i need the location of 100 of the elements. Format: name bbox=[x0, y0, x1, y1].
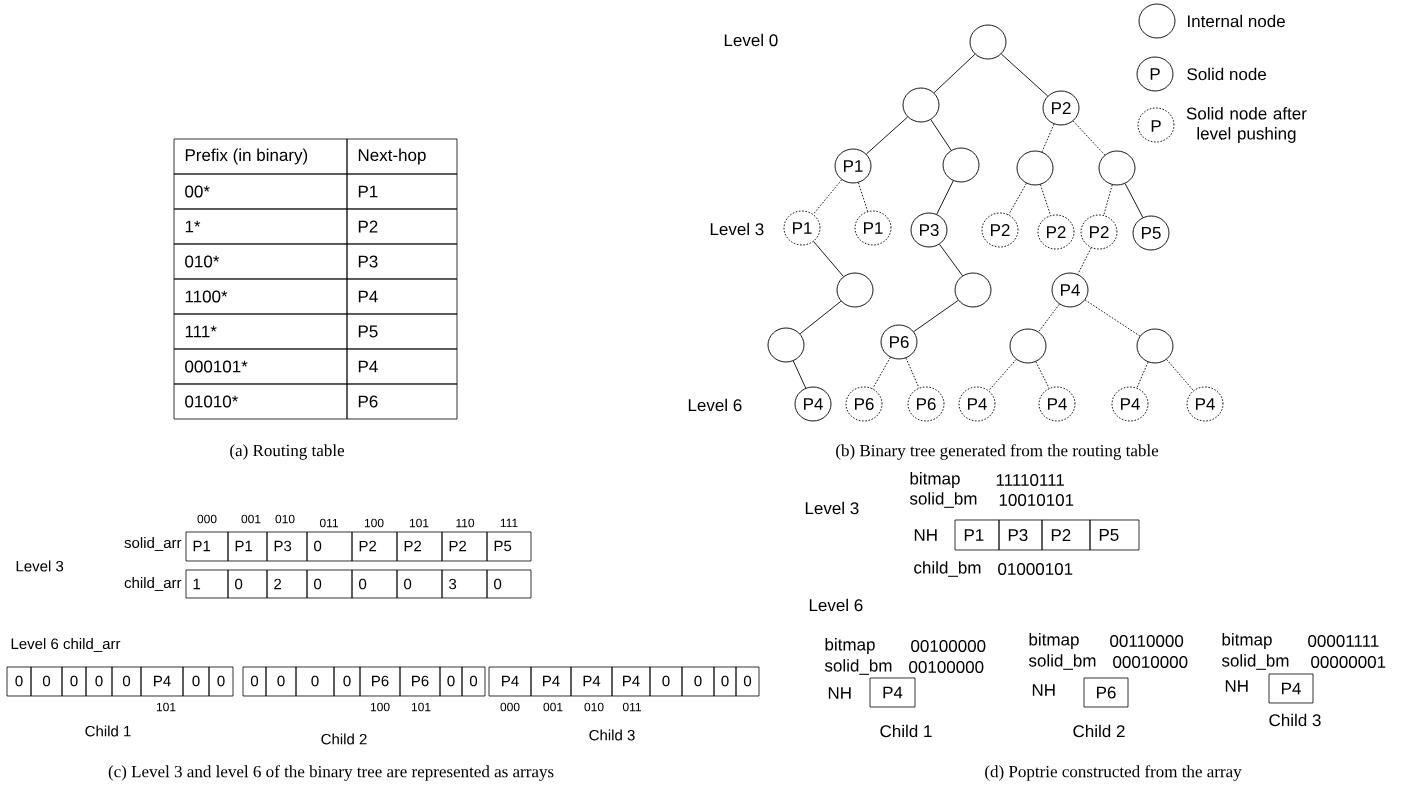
bit-index: 001 bbox=[241, 514, 261, 524]
array-cell: 0 bbox=[461, 666, 486, 697]
solid-node: P1 bbox=[783, 210, 821, 246]
array-cell: P3 bbox=[998, 519, 1043, 551]
solid-node: P6 bbox=[907, 386, 945, 422]
array-cell: 0 bbox=[735, 666, 760, 697]
row-label: Level 6 child_arr bbox=[11, 638, 121, 652]
tree-edge bbox=[1008, 182, 1027, 216]
array-cell: 0 bbox=[713, 666, 737, 697]
field-label: solid_bm bbox=[1028, 654, 1096, 670]
solid-node: P4 bbox=[1186, 386, 1224, 422]
internal-node bbox=[1098, 150, 1136, 186]
array-cell: P1 bbox=[954, 519, 1000, 551]
array-cell: 0 bbox=[61, 666, 87, 697]
tree-edge bbox=[939, 243, 963, 277]
tree-edge bbox=[930, 119, 952, 151]
array-cell: P2 bbox=[351, 531, 398, 562]
table-cell: P5 bbox=[346, 313, 458, 350]
bit-index: 110 bbox=[456, 518, 475, 528]
tree-edge bbox=[812, 179, 843, 215]
array-cell: P6 bbox=[399, 666, 441, 697]
legend-text: Solid node bbox=[1187, 67, 1266, 81]
array-cell: 0 bbox=[111, 666, 142, 697]
solid-node: P2 bbox=[1042, 90, 1080, 126]
solid-node: P5 bbox=[1132, 215, 1170, 251]
array-cell: 0 bbox=[227, 569, 268, 599]
solid-node: P2 bbox=[981, 212, 1019, 248]
table-cell: 00* bbox=[173, 173, 348, 210]
level-label: Level 3 bbox=[805, 501, 859, 515]
array-cell: P4 bbox=[869, 677, 916, 708]
array-cell: 0 bbox=[333, 666, 361, 697]
field-label: NH bbox=[1225, 680, 1248, 692]
bit-index: 100 bbox=[370, 702, 390, 712]
child-label: Child 2 bbox=[1073, 724, 1125, 738]
array-cell: P2 bbox=[396, 531, 443, 562]
level-label: Level 6 bbox=[809, 598, 863, 612]
array-cell: P5 bbox=[486, 531, 532, 562]
table-cell: Next-hop bbox=[346, 138, 458, 175]
field-label: child_bm bbox=[914, 561, 981, 577]
solid-node: P1 bbox=[854, 210, 892, 246]
table-cell: 010* bbox=[173, 243, 348, 280]
array-cell: P6 bbox=[359, 666, 401, 697]
array-cell: P2 bbox=[441, 531, 488, 562]
array-cell: 0 bbox=[6, 666, 32, 697]
table-cell: 01010* bbox=[173, 383, 348, 420]
solid-node: P6 bbox=[845, 386, 883, 422]
bit-value: 00110000 bbox=[1110, 635, 1184, 647]
subfigure-caption: (c) Level 3 and level 6 of the binary tree are represented as arrays bbox=[108, 765, 554, 781]
tree-edge bbox=[1040, 184, 1051, 216]
subfigure-caption: (d) Poptrie constructed from the array bbox=[985, 765, 1242, 781]
row-label: solid_arr bbox=[124, 537, 182, 551]
tree-edge bbox=[1136, 361, 1149, 389]
bit-value: 10010101 bbox=[999, 494, 1074, 506]
bit-index: 000 bbox=[197, 514, 217, 524]
array-cell: 0 bbox=[242, 666, 267, 697]
child-label: Child 1 bbox=[880, 724, 932, 738]
internal-node bbox=[767, 327, 805, 363]
tree-edge bbox=[1038, 303, 1060, 333]
tree-edge bbox=[1000, 53, 1049, 97]
tree-edge bbox=[988, 358, 1017, 392]
level-label: Level 0 bbox=[724, 33, 778, 47]
array-cell: 0 bbox=[208, 666, 234, 697]
tree-edge bbox=[792, 360, 807, 389]
tree-edge bbox=[872, 356, 891, 390]
tree-edge bbox=[1072, 120, 1106, 156]
solid-node: P2 bbox=[1037, 214, 1075, 250]
array-cell: 0 bbox=[182, 666, 210, 697]
bit-value: 00001111 bbox=[1308, 635, 1379, 647]
field-label: solid_bm bbox=[1221, 654, 1289, 670]
table-cell: P6 bbox=[346, 383, 458, 420]
array-cell: 0 bbox=[439, 666, 463, 697]
array-cell: P1 bbox=[227, 531, 268, 562]
table-cell: 000101* bbox=[173, 348, 348, 385]
level-label: Level 3 bbox=[16, 560, 64, 572]
tree-edge bbox=[1077, 247, 1092, 275]
array-cell: 0 bbox=[486, 569, 532, 599]
field-label: bitmap bbox=[910, 472, 960, 488]
table-cell: P4 bbox=[346, 278, 458, 315]
field-label: bitmap bbox=[1029, 633, 1079, 649]
internal-node bbox=[954, 272, 992, 308]
solid-node: P1 bbox=[834, 148, 872, 184]
bit-index: 100 bbox=[364, 518, 384, 528]
bit-value: 00100000 bbox=[911, 639, 986, 652]
bit-index: 001 bbox=[543, 702, 563, 712]
table-cell: 111* bbox=[173, 313, 348, 350]
array-cell: P4 bbox=[488, 666, 532, 697]
array-cell: 0 bbox=[85, 666, 113, 697]
internal-node bbox=[902, 87, 940, 123]
tree-edge bbox=[1166, 359, 1194, 391]
tree-edge bbox=[1103, 184, 1113, 216]
table-cell: 1100* bbox=[173, 278, 348, 315]
array-cell: P4 bbox=[570, 666, 613, 697]
array-cell: 2 bbox=[266, 569, 308, 599]
bit-value: 11110111 bbox=[996, 474, 1064, 486]
array-cell: 1 bbox=[185, 569, 229, 599]
bit-index: 101 bbox=[156, 702, 176, 712]
array-cell: 0 bbox=[295, 666, 335, 697]
array-cell: 0 bbox=[351, 569, 398, 599]
bit-value: 00010000 bbox=[1113, 656, 1188, 668]
field-label: bitmap bbox=[1222, 633, 1272, 649]
